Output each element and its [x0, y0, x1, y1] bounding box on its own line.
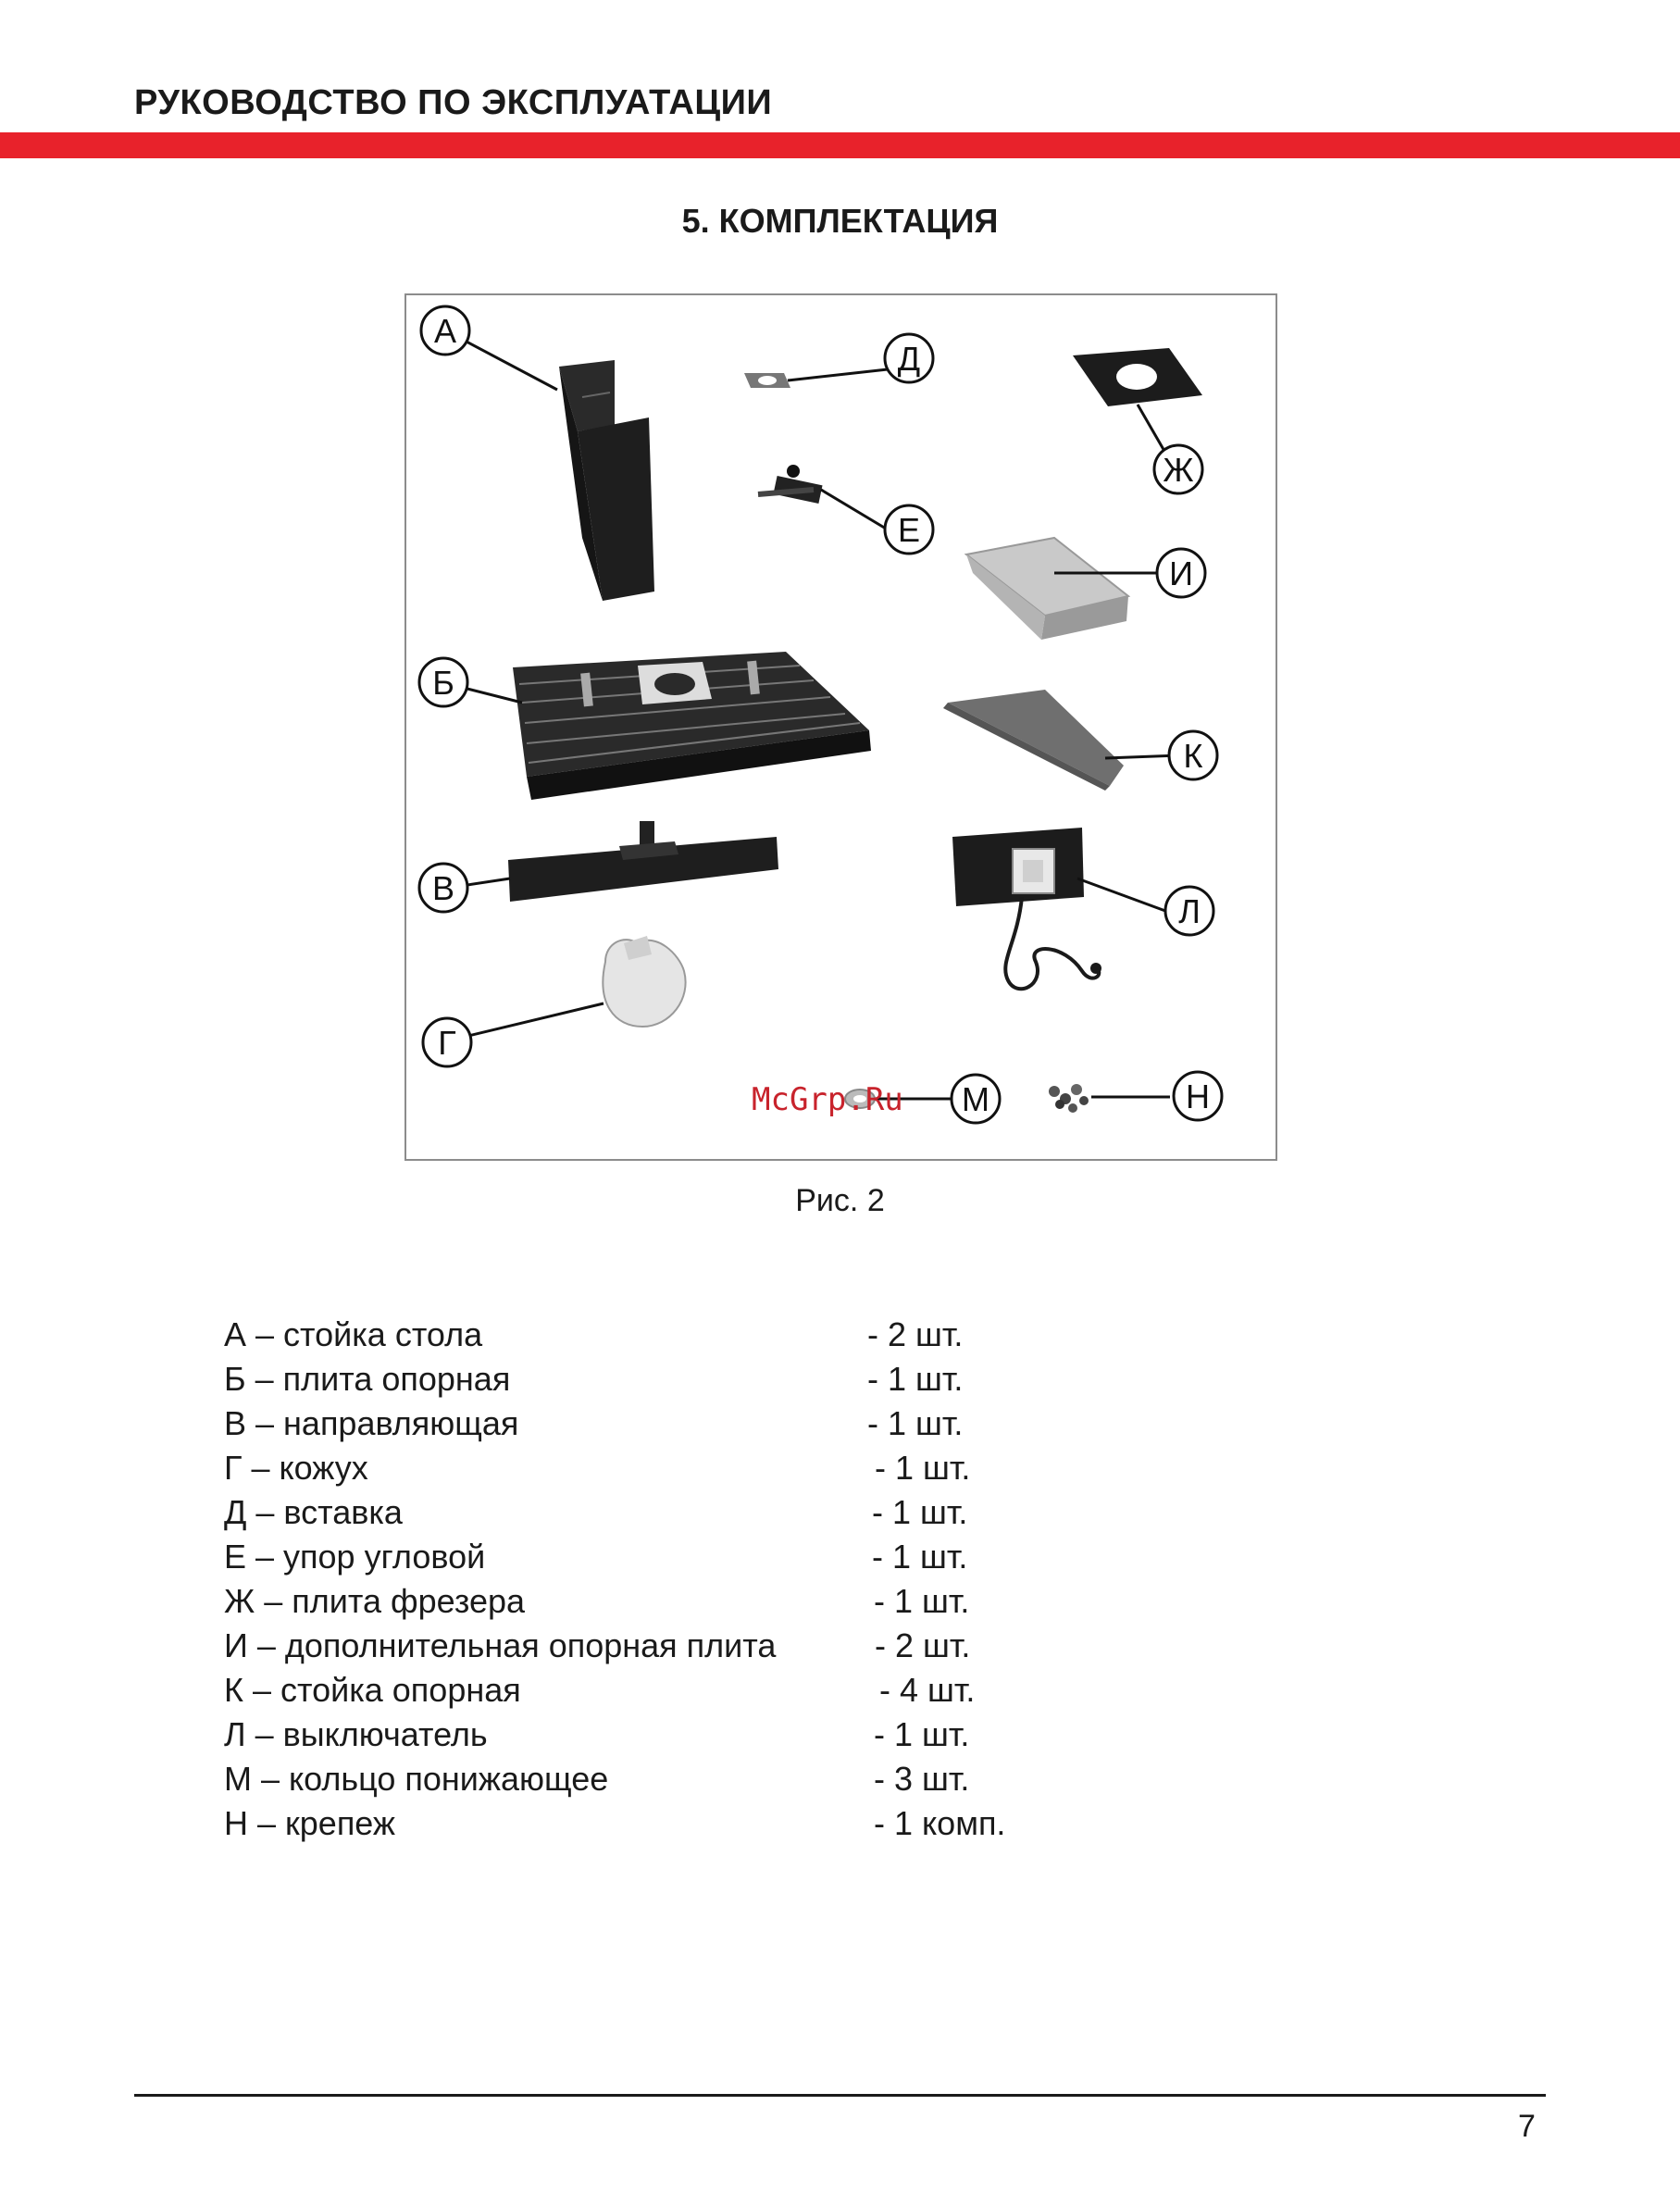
- part-name: К – стойка опорная: [224, 1671, 521, 1709]
- callout-g: Г: [421, 1016, 473, 1068]
- parts-list-item: А – стойка стола - 2 шт.: [224, 1313, 1150, 1357]
- part-quantity: - 1 шт.: [872, 1538, 968, 1576]
- callout-b: Б: [417, 656, 469, 708]
- callout-b-label: Б: [432, 664, 454, 702]
- header-red-bar: [0, 132, 1680, 158]
- callout-a: А: [419, 305, 471, 356]
- part-quantity: - 1 шт.: [867, 1360, 964, 1398]
- part-quantity: - 2 шт.: [867, 1315, 964, 1353]
- callout-v: В: [417, 862, 469, 914]
- section-title: 5. КОМПЛЕКТАЦИЯ: [681, 202, 999, 240]
- callout-n-label: Н: [1186, 1078, 1210, 1115]
- part-name: Б – плита опорная: [224, 1360, 511, 1398]
- document-header-title: РУКОВОДСТВО ПО ЭКСПЛУАТАЦИИ: [134, 83, 773, 122]
- part-quantity: - 2 шт.: [875, 1626, 971, 1664]
- part-name: М – кольцо понижающее: [224, 1760, 609, 1798]
- part-name: И – дополнительная опорная плита: [224, 1626, 777, 1664]
- part-e-angle-stop-image: [757, 465, 823, 504]
- callout-zh-label: Ж: [1163, 451, 1193, 489]
- part-name: Н – крепеж: [224, 1804, 396, 1842]
- callout-m: М: [950, 1073, 1002, 1125]
- callout-v-label: В: [432, 869, 454, 907]
- callout-n: Н: [1172, 1070, 1224, 1122]
- part-zh-router-plate-image: [1073, 348, 1202, 406]
- part-quantity: - 1 шт.: [867, 1404, 964, 1442]
- part-l-switch-image: [952, 828, 1101, 991]
- part-name: В – направляющая: [224, 1404, 519, 1442]
- parts-list-item: Б – плита опорная - 1 шт.: [224, 1357, 1150, 1401]
- part-a-table-stand-image: [559, 360, 654, 601]
- callout-zh: Ж: [1152, 443, 1204, 495]
- parts-list-item: Г – кожух - 1 шт.: [224, 1446, 1150, 1490]
- parts-list-item: Е – упор угловой - 1 шт.: [224, 1535, 1150, 1579]
- part-g-dust-cover-image: [602, 936, 687, 1028]
- parts-list-item: Л – выключатель - 1 шт.: [224, 1713, 1150, 1757]
- part-quantity: - 1 шт.: [875, 1449, 971, 1487]
- callout-d-label: Д: [898, 340, 920, 378]
- callout-i-label: И: [1169, 554, 1193, 592]
- part-quantity: - 1 шт.: [874, 1582, 970, 1620]
- part-quantity: - 1 шт.: [874, 1715, 970, 1753]
- part-quantity: - 1 шт.: [872, 1493, 968, 1531]
- part-v-guide-fence-image: [508, 821, 778, 902]
- part-quantity: - 1 комп.: [874, 1804, 1006, 1842]
- callout-e-label: Е: [898, 511, 920, 549]
- part-b-base-plate-image: [513, 652, 871, 800]
- callout-l: Л: [1164, 885, 1215, 937]
- part-d-insert-image: [744, 373, 790, 388]
- parts-list-item: Н – крепеж - 1 комп.: [224, 1801, 1150, 1846]
- parts-list-item: Ж – плита фрезера - 1 шт.: [224, 1579, 1150, 1624]
- parts-list: А – стойка стола - 2 шт. Б – плита опорн…: [224, 1313, 1150, 1846]
- part-n-fasteners-image: [1049, 1084, 1089, 1113]
- part-quantity: - 3 шт.: [874, 1760, 970, 1798]
- part-name: Л – выключатель: [224, 1715, 488, 1753]
- callout-a-label: А: [434, 312, 456, 350]
- parts-figure-drawing: А Б В Г Д Е Ж И: [417, 305, 1224, 1125]
- parts-list-item: Д – вставка - 1 шт.: [224, 1490, 1150, 1535]
- callout-e: Е: [883, 504, 935, 555]
- part-name: Д – вставка: [224, 1493, 403, 1531]
- callout-k-label: К: [1184, 737, 1203, 775]
- page-number: 7: [1518, 2109, 1536, 2144]
- callout-l-label: Л: [1178, 892, 1201, 930]
- part-name: Е – упор угловой: [224, 1538, 486, 1576]
- part-m-reducing-ring-image: [844, 1089, 876, 1109]
- callout-i: И: [1155, 547, 1207, 599]
- parts-list-item: В – направляющая - 1 шт.: [224, 1401, 1150, 1446]
- parts-figure: А Б В Г Д Е Ж И: [404, 293, 1277, 1161]
- figure-caption: Рис. 2: [795, 1183, 885, 1218]
- parts-list-item: М – кольцо понижающее - 3 шт.: [224, 1757, 1150, 1801]
- footer-divider: [134, 2094, 1546, 2097]
- part-quantity: - 4 шт.: [879, 1671, 976, 1709]
- parts-list-item: К – стойка опорная - 4 шт.: [224, 1668, 1150, 1713]
- part-name: Ж – плита фрезера: [224, 1582, 526, 1620]
- callout-m-label: М: [962, 1080, 989, 1118]
- callout-g-label: Г: [438, 1024, 456, 1062]
- watermark-text: McGrp.Ru: [752, 1081, 903, 1118]
- parts-list-item: И – дополнительная опорная плита - 2 шт.: [224, 1624, 1150, 1668]
- callout-k: К: [1167, 729, 1219, 781]
- part-i-support-plate-image: [964, 536, 1131, 640]
- callout-d: Д: [883, 332, 935, 384]
- part-k-support-bracket-image: [943, 690, 1124, 791]
- part-name: А – стойка стола: [224, 1315, 483, 1353]
- part-name: Г – кожух: [224, 1449, 368, 1487]
